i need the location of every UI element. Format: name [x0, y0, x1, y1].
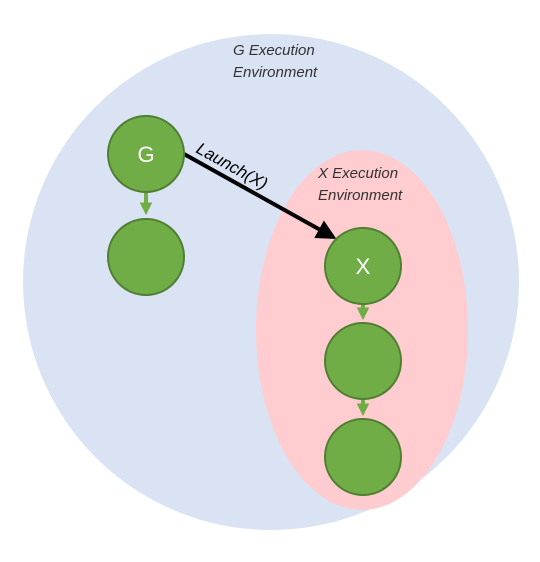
- node-x-circle: [324, 227, 402, 305]
- node-g: G: [107, 115, 185, 193]
- node-x: X: [324, 227, 402, 305]
- g-environment-label-line1: G Execution: [233, 42, 315, 59]
- node-g-label: G: [137, 142, 154, 167]
- node-x-child-1-circle: [324, 322, 402, 400]
- node-x-label: X: [356, 254, 371, 279]
- launch-arrow: [183, 152, 337, 239]
- node-g-child-circle: [107, 218, 185, 296]
- node-g-circle: [107, 115, 185, 193]
- node-g-child: [107, 218, 185, 296]
- node-x-child-2-circle: [324, 418, 402, 496]
- x-environment-label-line1: X Execution: [317, 165, 398, 182]
- node-x-child-1: [324, 322, 402, 400]
- x-environment-label-line2: Environment: [318, 187, 403, 204]
- g-environment-label-line2: Environment: [233, 64, 318, 81]
- node-x-child-2: [324, 418, 402, 496]
